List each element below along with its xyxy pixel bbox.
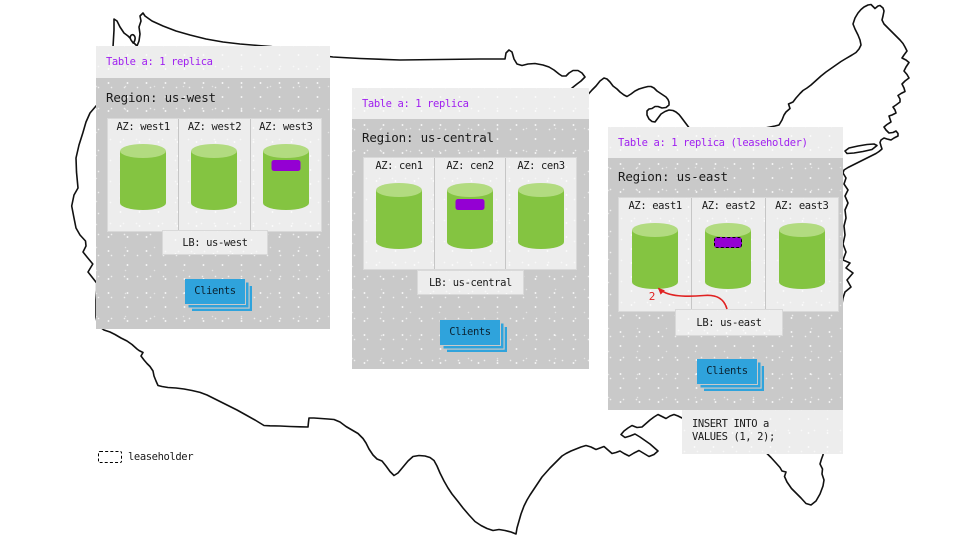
leaseholder-marker: [714, 237, 743, 248]
clients-box: Clients: [697, 359, 757, 384]
az-column-west3: AZ: west3: [251, 119, 321, 231]
database-cylinder-icon: [120, 144, 167, 210]
database-cylinder-icon: [447, 183, 493, 249]
az-label: AZ: cen3: [517, 160, 565, 172]
load-balancer-box: LB: us-central: [417, 270, 524, 295]
database-cylinder-icon: [705, 223, 752, 289]
replica-marker: [271, 160, 301, 171]
az-label: AZ: west3: [259, 121, 313, 133]
az-label: AZ: cen1: [375, 160, 423, 172]
database-cylinder-icon: [191, 144, 238, 210]
table-replica-label: Table a: 1 replica (leaseholder): [618, 136, 808, 149]
sql-line-2: VALUES (1, 2);: [692, 430, 775, 443]
table-replica-header: Table a: 1 replica: [352, 88, 589, 119]
az-column-east1: AZ: east1: [619, 198, 693, 311]
region-title: Region: us-central: [362, 130, 494, 145]
region-panel-us-central: Table a: 1 replica Region: us-central AZ…: [352, 88, 589, 369]
table-replica-label: Table a: 1 replica: [106, 56, 213, 68]
az-label: AZ: west2: [187, 121, 242, 133]
legend-label: leaseholder: [128, 451, 194, 463]
long-island-outline: [844, 143, 878, 155]
az-column-east2: AZ: east2: [692, 198, 766, 311]
load-balancer-label: LB: us-central: [429, 276, 512, 289]
database-cylinder-icon: [518, 183, 564, 249]
replica-marker: [455, 199, 485, 210]
az-column-west2: AZ: west2: [179, 119, 251, 231]
step-number: 2: [648, 290, 656, 303]
database-cylinder-icon: [778, 223, 825, 289]
load-balancer-box: LB: us-east: [675, 309, 783, 336]
az-label: AZ: east2: [701, 200, 756, 212]
database-cylinder-icon: [262, 144, 309, 210]
az-column-cen2: AZ: cen2: [435, 158, 506, 269]
region-title: Region: us-west: [106, 90, 216, 105]
clients-label: Clients: [706, 365, 748, 378]
az-zone-box: AZ: cen1 AZ: cen2 AZ: cen3: [363, 157, 577, 270]
az-label: AZ: east1: [628, 200, 683, 212]
az-column-east3: AZ: east3: [766, 198, 838, 311]
database-cylinder-icon: [632, 223, 679, 289]
legend: leaseholder: [98, 450, 194, 464]
load-balancer-label: LB: us-east: [696, 316, 762, 329]
az-label: AZ: east3: [775, 200, 829, 212]
az-column-cen3: AZ: cen3: [506, 158, 576, 269]
region-panel-us-east: Table a: 1 replica (leaseholder) Region:…: [608, 127, 843, 410]
clients-box: Clients: [185, 279, 245, 304]
az-zone-box: AZ: west1 AZ: west2 AZ: west3: [107, 118, 322, 232]
clients-label: Clients: [194, 285, 236, 298]
az-column-cen1: AZ: cen1: [364, 158, 435, 269]
load-balancer-box: LB: us-west: [162, 230, 268, 255]
clients-label: Clients: [449, 326, 491, 339]
sql-statement-box: INSERT INTO a VALUES (1, 2);: [682, 410, 843, 454]
region-title: Region: us-east: [618, 169, 728, 184]
az-zone-box: AZ: east1 AZ: east2 AZ: east3: [618, 197, 839, 312]
leaseholder-swatch-icon: [98, 451, 122, 463]
clients-box: Clients: [440, 320, 500, 345]
region-panel-us-west: Table a: 1 replica Region: us-west AZ: w…: [96, 46, 330, 329]
database-cylinder-icon: [376, 183, 422, 249]
az-label: AZ: west1: [116, 121, 171, 133]
sql-line-1: INSERT INTO a: [692, 418, 769, 430]
table-replica-label: Table a: 1 replica: [362, 97, 469, 110]
table-replica-header: Table a: 1 replica: [96, 46, 330, 78]
puget-sound-detail: [129, 33, 136, 44]
load-balancer-label: LB: us-west: [182, 236, 248, 249]
table-replica-header: Table a: 1 replica (leaseholder): [608, 127, 843, 158]
az-column-west1: AZ: west1: [108, 119, 180, 231]
az-label: AZ: cen2: [446, 160, 494, 172]
